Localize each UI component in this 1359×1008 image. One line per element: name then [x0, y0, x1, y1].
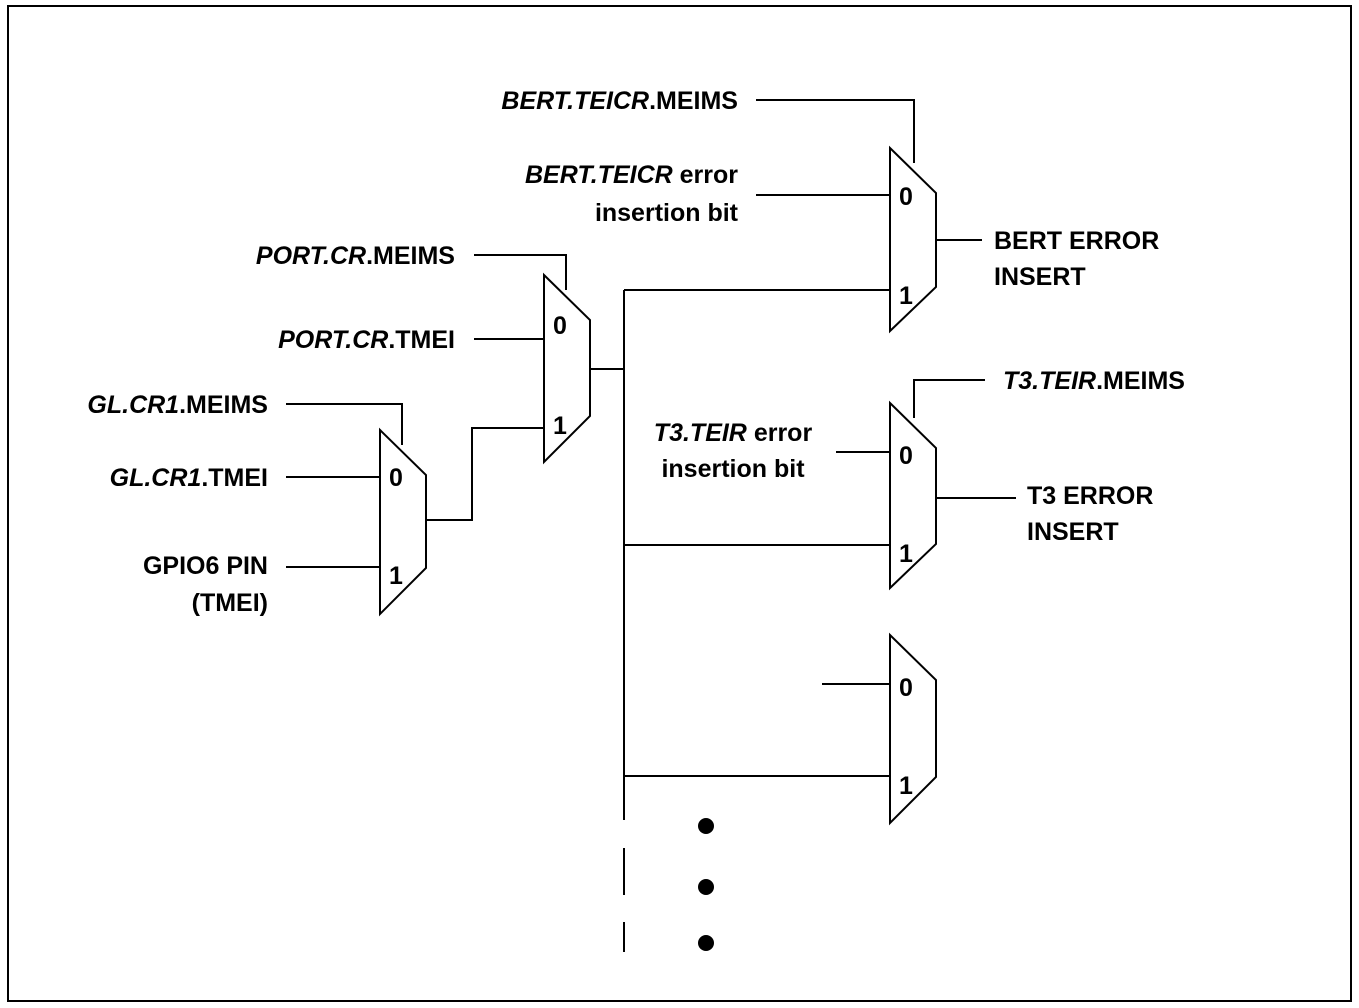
- bert-error-bit-label: BERT.TEICR error: [525, 161, 738, 189]
- bert-mux: [889, 145, 937, 334]
- mux-4: [889, 632, 937, 826]
- mux4-in1: 1: [899, 772, 913, 800]
- t3-error-bit-label-line2: insertion bit: [661, 455, 805, 483]
- bert-meims-wire: [756, 99, 915, 163]
- gl-meims-wire: [286, 403, 403, 445]
- t3-mux: [889, 400, 937, 591]
- continuation-dot-2: [698, 879, 714, 895]
- bert-output-label: BERT ERROR: [994, 227, 1159, 255]
- gpio-label: GPIO6 PIN: [143, 552, 268, 580]
- t3-meims-wire: [913, 379, 985, 418]
- bert-mux-in1: 1: [899, 282, 913, 310]
- t3-mux-in1: 1: [899, 540, 913, 568]
- gl-to-port-wire: [426, 427, 544, 521]
- gl-tmei-label: GL.CR1.TMEI: [110, 464, 268, 492]
- t3-output-label-line2: INSERT: [1027, 518, 1119, 546]
- port-mux-in0: 0: [553, 312, 567, 340]
- port-mux-in1: 1: [553, 412, 567, 440]
- mux4-in0: 0: [899, 674, 913, 702]
- continuation-dot-1: [698, 818, 714, 834]
- gl-mux-in1: 1: [389, 562, 403, 590]
- port-meims-label: PORT.CR.MEIMS: [256, 242, 455, 270]
- bert-meims-label: BERT.TEICR.MEIMS: [501, 87, 738, 115]
- diagram-frame: [7, 5, 1352, 1002]
- bert-mux-in0: 0: [899, 183, 913, 211]
- gl-mux: [379, 427, 427, 617]
- gl-mux-in0: 0: [389, 464, 403, 492]
- bert-error-bit-label-line2: insertion bit: [595, 199, 739, 227]
- t3-mux-in0: 0: [899, 442, 913, 470]
- port-tmei-label: PORT.CR.TMEI: [278, 326, 455, 354]
- port-mux: [543, 272, 591, 465]
- bert-output-label-line2: INSERT: [994, 263, 1086, 291]
- gl-meims-label: GL.CR1.MEIMS: [87, 391, 268, 419]
- t3-output-label: T3 ERROR: [1027, 482, 1153, 510]
- gpio-label-line2: (TMEI): [192, 589, 268, 617]
- port-meims-wire: [474, 254, 567, 290]
- t3-error-bit-label: T3.TEIR error: [654, 419, 813, 447]
- continuation-dot-3: [698, 935, 714, 951]
- t3-meims-label: T3.TEIR.MEIMS: [1003, 367, 1185, 395]
